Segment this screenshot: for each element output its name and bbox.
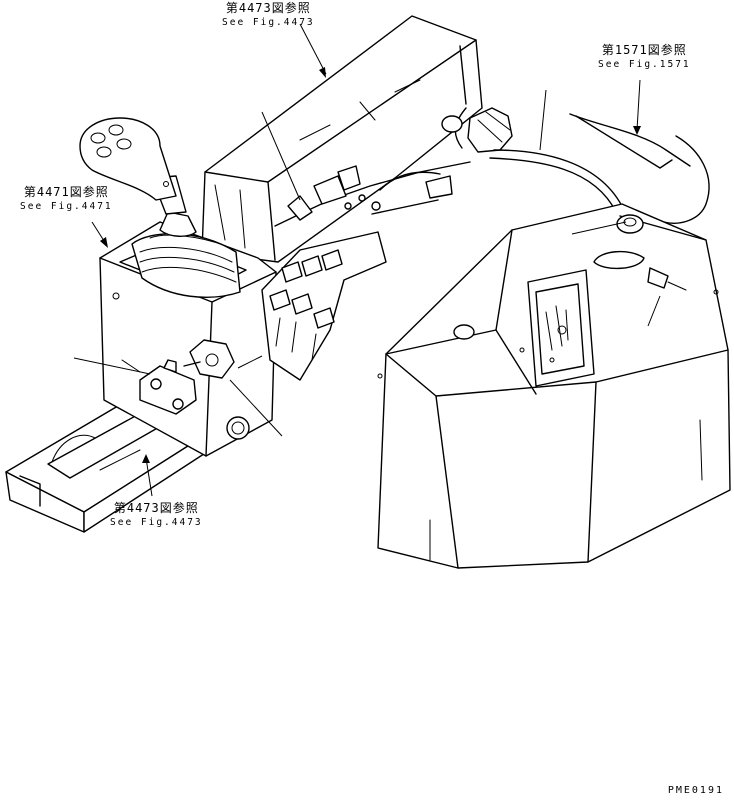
right-cabinet <box>377 203 731 569</box>
wiring-harness <box>274 107 471 227</box>
callout-en-text: See Fig.4473 <box>222 17 315 28</box>
callout-jp-text: 第1571図参照 <box>601 43 687 57</box>
cable-knob <box>441 107 513 153</box>
callout-en-text: See Fig.4471 <box>20 201 113 212</box>
hinge-bracket <box>139 359 197 415</box>
callout-fig-4473-bottom: 第4473図参照 See Fig.4473 <box>110 502 203 528</box>
leader-lines <box>73 23 661 497</box>
callout-jp-text: 第4473図参照 <box>225 1 311 15</box>
callout-jp-text: 第4473図参照 <box>113 501 199 515</box>
right-wire <box>569 113 710 224</box>
control-cable <box>489 149 625 213</box>
callout-en-text: See Fig.4473 <box>110 517 203 528</box>
callout-fig-4473-top: 第4473図参照 See Fig.4473 <box>222 2 315 28</box>
drawing-code: PME0191 <box>667 785 724 796</box>
callout-fig-1571: 第1571図参照 See Fig.1571 <box>598 44 691 70</box>
callout-fig-4471: 第4471図参照 See Fig.4471 <box>20 186 113 212</box>
joystick-lever <box>79 117 241 298</box>
switch-bracket <box>261 231 387 381</box>
callout-en-text: See Fig.1571 <box>598 59 691 70</box>
callout-jp-text: 第4471図参照 <box>23 185 109 199</box>
console-cover <box>201 15 483 263</box>
position-sensor <box>183 339 235 379</box>
